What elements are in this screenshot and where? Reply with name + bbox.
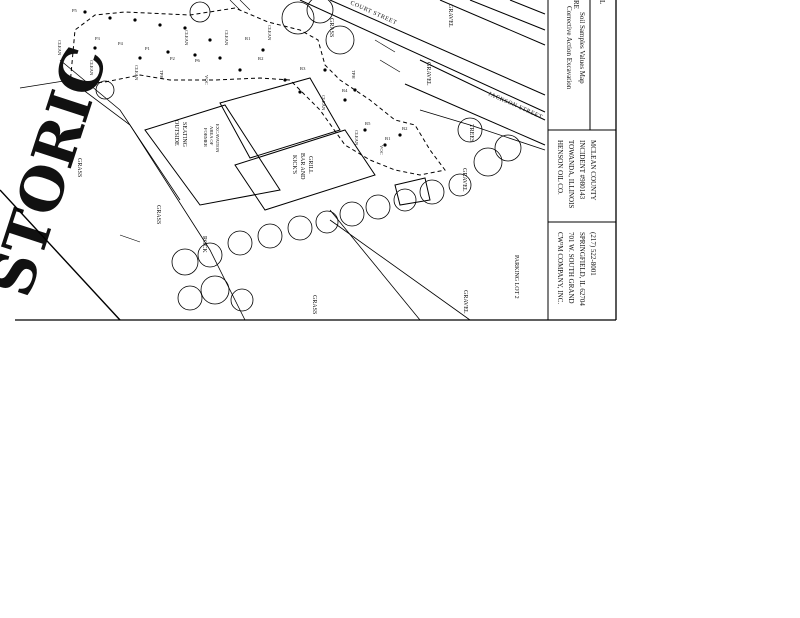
svg-text:CLEAN: CLEAN (134, 65, 139, 81)
svg-text:TPH: TPH (351, 70, 356, 79)
label-parking: PARKING LOT 2 (513, 255, 519, 299)
svg-text:CLEAN: CLEAN (354, 130, 359, 146)
svg-text:CLEAN: CLEAN (321, 95, 326, 111)
former-excavation-label: FORMER AREA OF EXCAVATION (203, 124, 220, 153)
svg-text:Soil Samples Values Map: Soil Samples Values Map (578, 12, 586, 84)
road-lines (299, 0, 546, 146)
label-grass-1: GRASS (76, 158, 82, 177)
svg-text:TPH: TPH (159, 70, 164, 79)
svg-text:INCIDENT #980143: INCIDENT #980143 (578, 140, 586, 200)
svg-text:CLEAN: CLEAN (89, 60, 94, 76)
svg-text:SPRINGFIELD, IL 62704: SPRINGFIELD, IL 62704 (578, 232, 586, 306)
svg-text:P1: P1 (145, 46, 151, 51)
corner-fragment-1: RE (572, 0, 580, 9)
svg-text:R2: R2 (258, 56, 264, 61)
svg-text:FORMER: FORMER (203, 128, 208, 148)
svg-text:P5: P5 (72, 8, 78, 13)
svg-text:B1: B1 (385, 136, 391, 141)
buildings (144, 77, 431, 211)
excavation-boundary (69, 7, 446, 176)
svg-text:EXCAVATION: EXCAVATION (215, 124, 220, 153)
svg-text:BAR AND: BAR AND (299, 153, 305, 180)
svg-text:Corrective Action Excavation: Corrective Action Excavation (565, 6, 573, 90)
title-client: HENSON OIL CO. TOWANDA, ILLINOIS INCIDEN… (556, 140, 597, 208)
label-grass-2: GRASS (155, 205, 161, 224)
svg-text:VOC: VOC (204, 75, 209, 85)
svg-text:CLEAN: CLEAN (267, 25, 272, 41)
svg-text:R5: R5 (365, 121, 371, 126)
svg-text:CLEAN: CLEAN (224, 30, 229, 46)
svg-text:B2: B2 (402, 126, 408, 131)
svg-text:CW³M COMPANY, INC.: CW³M COMPANY, INC. (556, 232, 564, 304)
label-grass-3: GRASS (311, 295, 317, 314)
title-figure: Corrective Action Excavation Soil Sample… (565, 6, 586, 90)
svg-text:OUTSIDE: OUTSIDE (173, 120, 179, 146)
svg-text:P6: P6 (195, 58, 201, 63)
svg-text:CLEAN: CLEAN (184, 30, 189, 46)
svg-text:GRILL: GRILL (307, 156, 313, 174)
sample-id-labels: P5 P3 P4 P1 P2 P6 R1 R2 R3 R4 R5 B1 B2 (72, 8, 408, 141)
svg-text:AREA OF: AREA OF (209, 126, 214, 146)
svg-text:SEATING: SEATING (181, 122, 187, 148)
svg-text:KICK'S: KICK'S (291, 155, 297, 174)
label-rock: ROCK (201, 236, 207, 253)
svg-text:MCLEAN COUNTY: MCLEAN COUNTY (589, 140, 597, 200)
svg-text:P3: P3 (95, 36, 101, 41)
label-grass-4: GRASS (328, 18, 334, 37)
label-gravel-1: GRAVEL (425, 62, 431, 86)
svg-text:P2: P2 (170, 56, 176, 61)
sample-result-labels: CLEAN CLEAN CLEAN TPH CLEAN VOC CLEAN CL… (57, 25, 384, 155)
street-court: COURT STREET (349, 0, 398, 26)
trees (95, 0, 522, 312)
label-trees: TREES (468, 124, 474, 142)
svg-text:701 W. SOUTH GRAND: 701 W. SOUTH GRAND (567, 232, 575, 304)
bar-grill-label: KICK'S BAR AND GRILL (291, 153, 313, 180)
outside-seating-label: OUTSIDE SEATING (173, 120, 187, 148)
grass-hatching (119, 0, 401, 243)
title-block (547, 0, 616, 320)
svg-text:VOC: VOC (379, 145, 384, 155)
title-consultant: CW³M COMPANY, INC. 701 W. SOUTH GRAND SP… (556, 232, 597, 306)
svg-text:CLEAN: CLEAN (57, 40, 62, 56)
corner-fragment-2: L (598, 0, 606, 4)
svg-text:TOWANDA, ILLINOIS: TOWANDA, ILLINOIS (567, 140, 575, 208)
street-jackson: JACKSON STREET (487, 91, 543, 120)
svg-text:(217) 522-8001: (217) 522-8001 (589, 232, 597, 276)
label-gravel-2: GRAVEL (461, 168, 467, 192)
svg-text:P4: P4 (118, 41, 124, 46)
svg-text:R3: R3 (300, 66, 306, 71)
svg-text:R4: R4 (342, 88, 348, 93)
sample-points (83, 10, 402, 147)
svg-text:HENSON OIL CO.: HENSON OIL CO. (556, 140, 564, 195)
sidewalk-curb (19, 59, 546, 321)
svg-text:R1: R1 (245, 36, 251, 41)
historic-text: STORIC (0, 39, 121, 305)
label-gravel-4: GRAVEL (462, 290, 468, 314)
label-gravel-3: GRAVEL (447, 4, 453, 28)
